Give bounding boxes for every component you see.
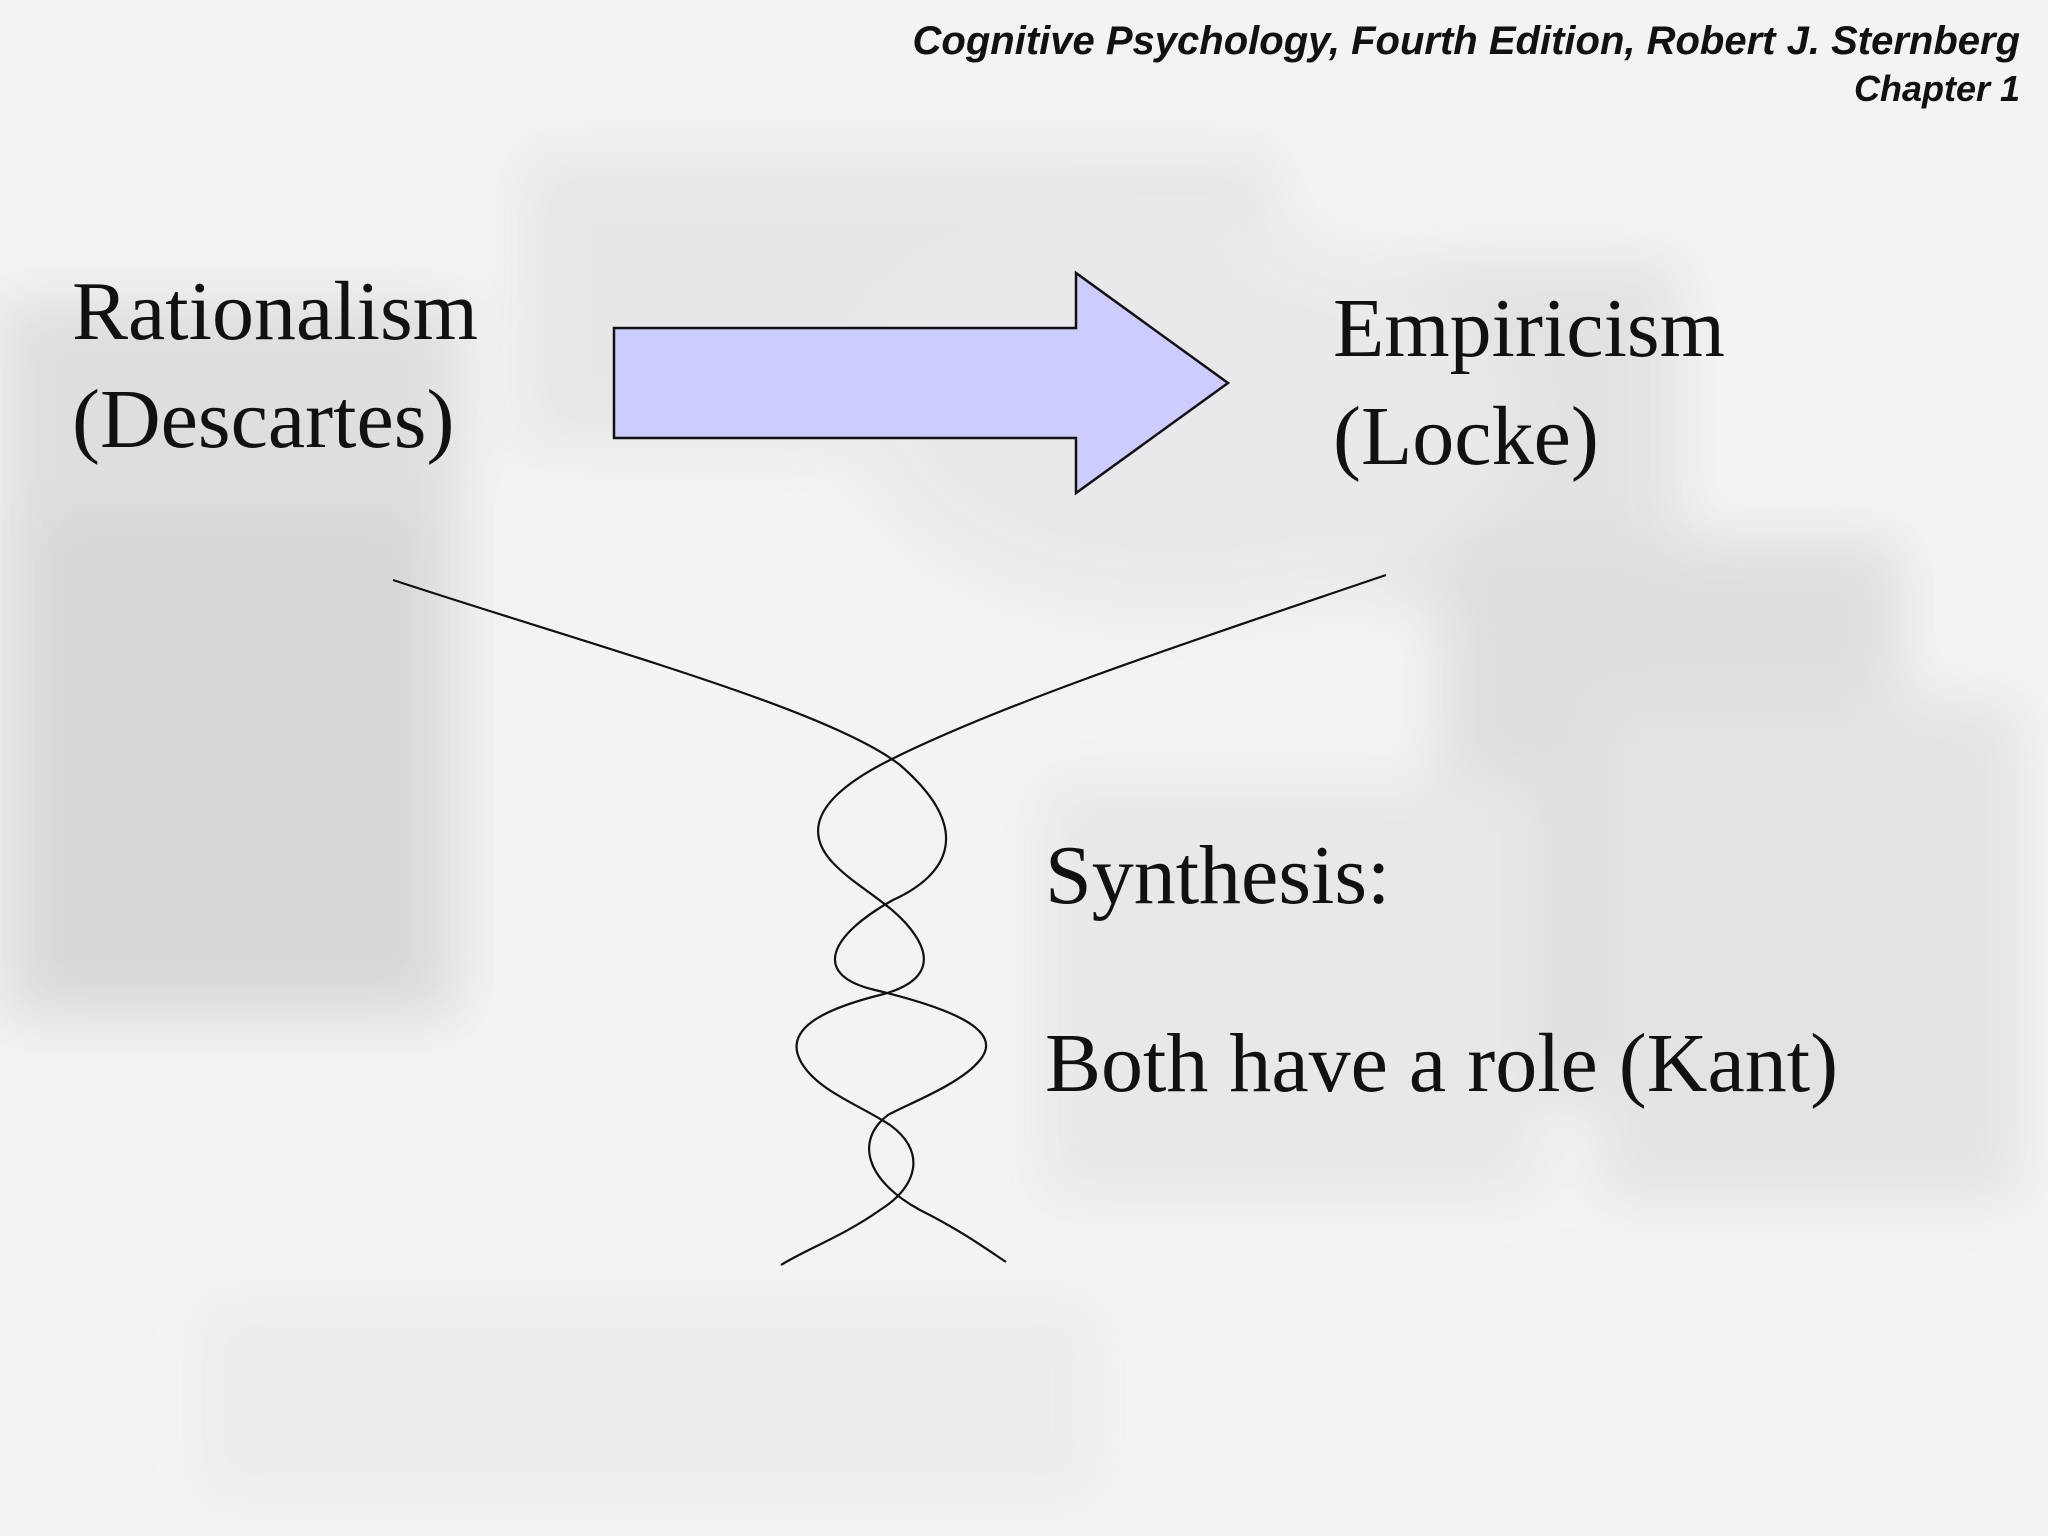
locke-label: (Locke) <box>1333 390 1599 483</box>
rationalism-label: Rationalism <box>72 265 478 358</box>
empiricism-label: Empiricism <box>1333 282 1725 375</box>
synthesis-heading: Synthesis: <box>1045 829 1391 922</box>
empiricism-node: Empiricism (Locke) <box>1333 275 1725 491</box>
book-title: Cognitive Psychology, Fourth Edition, Ro… <box>912 19 2020 63</box>
slide-header: Cognitive Psychology, Fourth Edition, Ro… <box>913 16 2020 112</box>
rationalism-node: Rationalism (Descartes) <box>72 258 478 474</box>
chapter-label: Chapter 1 <box>1853 68 2020 109</box>
strand-from-empiricism <box>780 573 1387 1266</box>
strand-from-rationalism <box>392 578 1007 1263</box>
synthesis-statement: Both have a role (Kant) <box>1045 1017 1839 1110</box>
right-arrow <box>612 270 1231 496</box>
descartes-label: (Descartes) <box>72 373 455 466</box>
